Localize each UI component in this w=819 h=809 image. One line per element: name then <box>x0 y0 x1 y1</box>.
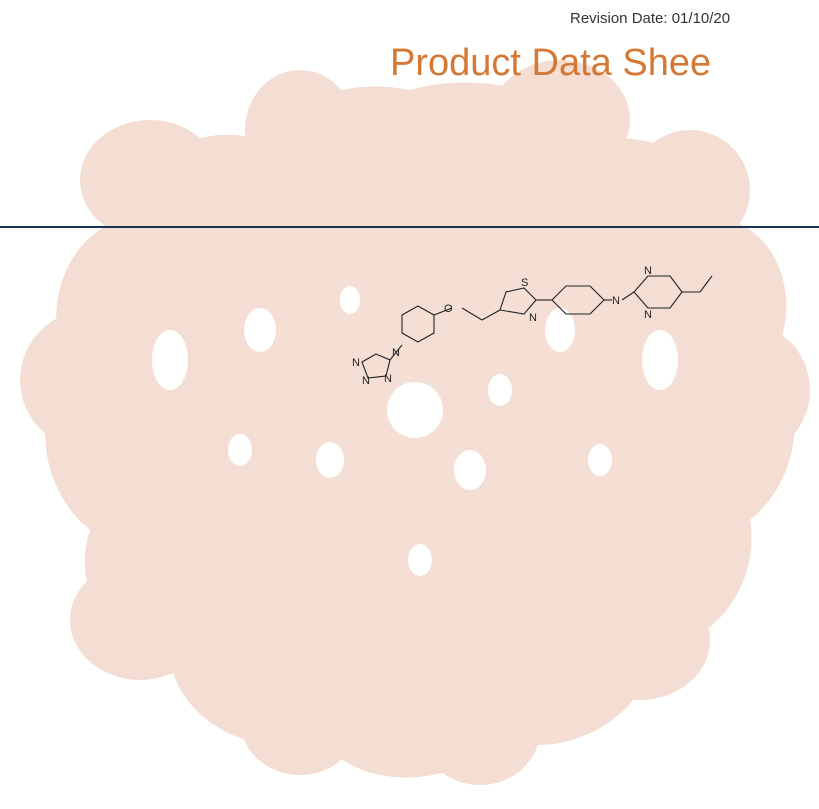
atom-label-n-pyrimidine-2: N <box>644 309 652 321</box>
header-divider <box>0 226 819 228</box>
atom-label-n-thiazole: N <box>529 312 537 324</box>
atom-label-n-piperidine: N <box>612 295 620 307</box>
atom-label-n-pyrimidine-1: N <box>644 265 652 277</box>
chemical-structure: O S N N N N N N N N <box>352 265 713 387</box>
atom-label-n-tetrazole-2: N <box>352 357 360 369</box>
page-title: Product Data Shee <box>390 42 712 84</box>
atom-label-s: S <box>521 277 528 289</box>
atom-label-n-tetrazole-4: N <box>384 373 392 385</box>
atom-label-n-tetrazole-3: N <box>362 375 370 387</box>
revision-date: Revision Date: 01/10/20 <box>570 10 731 27</box>
atom-label-o: O <box>444 303 453 315</box>
atom-label-n-tetrazole-1: N <box>392 347 400 359</box>
